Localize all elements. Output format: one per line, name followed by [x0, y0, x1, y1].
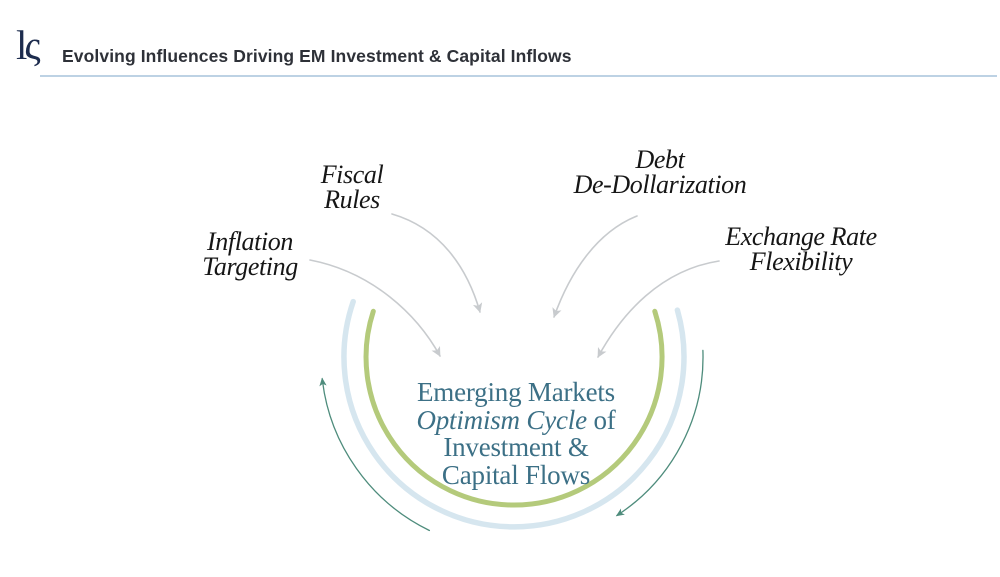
hub-line-2-rest: of — [593, 404, 616, 435]
label-fiscal-rules: Fiscal Rules — [252, 160, 452, 214]
hub-text: Emerging Markets Optimism Cycle of Inves… — [366, 377, 666, 490]
cycle-arrow-left — [319, 377, 431, 532]
label-line: Exchange Rate — [725, 222, 877, 251]
label-line: Inflation — [207, 227, 293, 256]
label-line: Rules — [324, 185, 380, 214]
page-title: Evolving Influences Driving EM Investmen… — [62, 46, 572, 66]
hub-line-2-italic: Optimism Cycle — [416, 404, 587, 435]
label-line: Debt — [635, 145, 685, 174]
label-line: Fiscal — [320, 160, 384, 189]
header-divider — [40, 75, 997, 77]
influence-arrow-fiscal-rules — [391, 213, 483, 313]
influence-arrow-inflation-targeting — [309, 259, 441, 357]
green-cycle-arc — [363, 308, 665, 508]
label-line: Targeting — [202, 252, 298, 281]
hub-line-2: Optimism Cycle of — [366, 404, 666, 435]
hub-line-4: Capital Flows — [441, 459, 591, 490]
hub-line-1: Emerging Markets — [416, 377, 615, 407]
label-inflation-targeting: Inflation Targeting — [145, 227, 355, 281]
ls-logo-icon: lς — [16, 22, 41, 68]
cycle-arrow-right — [615, 349, 704, 517]
influence-arrow-exchange-rate — [597, 260, 720, 358]
label-line: Flexibility — [749, 247, 853, 276]
influence-arrow-debt-dedollarization — [552, 215, 638, 318]
hub-line-3: Investment & — [443, 432, 589, 462]
label-debt-dedollarization: Debt De-Dollarization — [525, 145, 795, 199]
label-line: De-Dollarization — [573, 170, 747, 199]
blue-cycle-arc — [341, 298, 687, 530]
label-exchange-rate: Exchange Rate Flexibility — [666, 222, 936, 276]
